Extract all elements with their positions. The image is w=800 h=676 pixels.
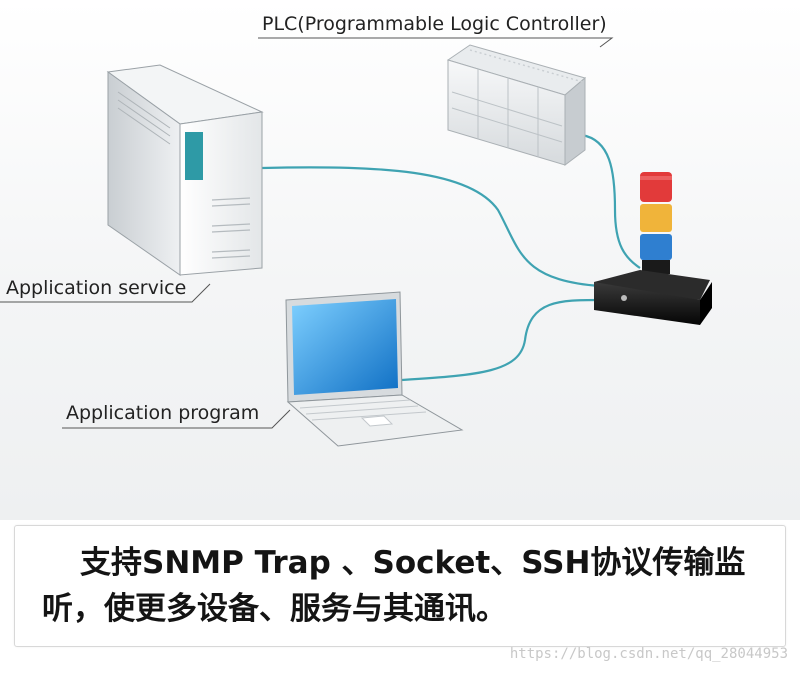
signal-tower-icon — [594, 172, 712, 325]
caption-text: 支持SNMP Trap 、Socket、SSH协议传输监听，使更多设备、服务与其… — [42, 545, 746, 627]
cables — [261, 133, 641, 382]
plc-icon — [446, 44, 587, 166]
cable-plc-tower — [581, 133, 641, 269]
plc-label: PLC(Programmable Logic Controller) — [262, 13, 607, 35]
callout-service — [0, 283, 211, 303]
cable-laptop-hub — [401, 298, 601, 382]
server-icon — [106, 64, 264, 276]
network-diagram — [0, 37, 712, 447]
label-callouts — [0, 37, 614, 429]
watermark-url: https://blog.csdn.net/qq_28044953 — [509, 646, 788, 662]
caption-box: 支持SNMP Trap 、Socket、SSH协议传输监听，使更多设备、服务与其… — [14, 525, 786, 647]
callout-program — [62, 409, 291, 429]
application-program-label: Application program — [66, 402, 260, 424]
laptop-icon — [285, 291, 464, 447]
application-service-label: Application service — [6, 277, 187, 299]
cable-server-hub — [261, 166, 601, 288]
callout-plc — [258, 37, 614, 48]
